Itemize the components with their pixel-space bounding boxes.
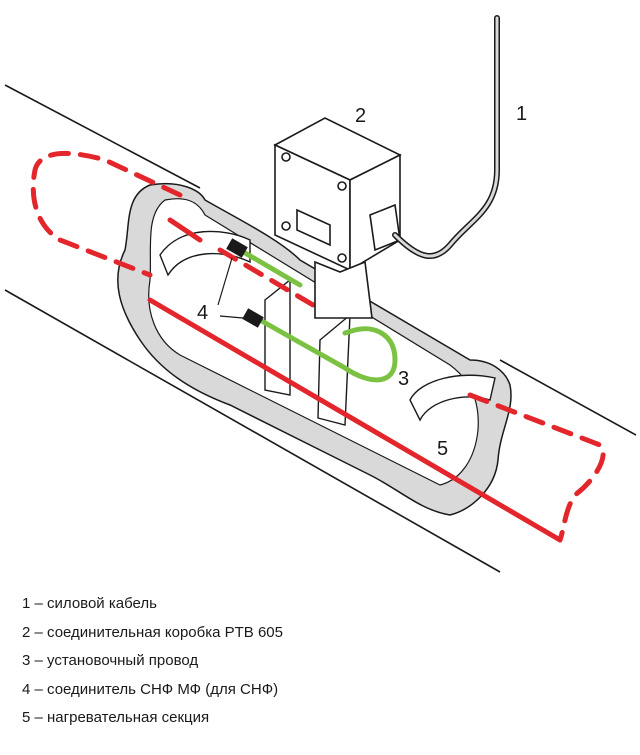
connector-upper [226,238,248,258]
heating-cable-hidden-left [30,150,183,278]
legend-item-installation-wire: 3 – установочный провод [22,652,199,670]
pipe-heating-diagram: 1 2 3 4 5 [4,15,637,573]
power-cable [392,15,500,260]
legend: 1 – силовой кабель 2 – соединительная ко… [22,590,283,733]
pipe-top-edge [4,84,201,189]
leader-lower [219,315,244,319]
junction-box-screw [281,152,291,162]
junction-box-screw [337,181,347,191]
band-left [159,230,251,277]
clamp-right [317,313,351,426]
pipe-bottom-edge [4,289,501,573]
callout-heating-section: 5 [437,438,448,460]
legend-item-junction-box: 2 – соединительная коробка PTB 605 [22,623,283,641]
junction-box-screw [337,253,347,263]
pipe-top-edge-far [499,359,637,436]
junction-box-stand [314,260,373,319]
heating-cable [30,150,606,543]
heating-cable-visible-top [167,217,203,243]
connector-lower [242,308,264,328]
connector-leaders [217,257,244,319]
mounting-bands [159,230,496,426]
pipe [4,84,637,573]
legend-item-heating-section: 5 – нагревательная секция [22,709,210,727]
junction-box [273,117,402,319]
junction-box-screw [281,221,291,231]
callout-power-cable: 1 [516,103,527,125]
insulation-inner [148,198,479,486]
band-right [409,374,496,422]
installation-wire [237,247,398,383]
leader-upper [217,257,233,306]
callout-connector: 4 [197,302,208,324]
legend-item-connector: 4 – соединитель СНФ МФ (для СНФ) [22,680,279,698]
junction-box-label-plate [296,208,331,247]
connectors [226,238,264,328]
power-cable-core [393,16,499,258]
callout-installation-wire: 3 [398,368,409,390]
legend-item-power-cable: 1 – силовой кабель [22,595,157,612]
callout-junction-box: 2 [355,105,366,127]
heating-cable-hidden-right [217,247,606,543]
heating-cable-visible [147,297,563,543]
